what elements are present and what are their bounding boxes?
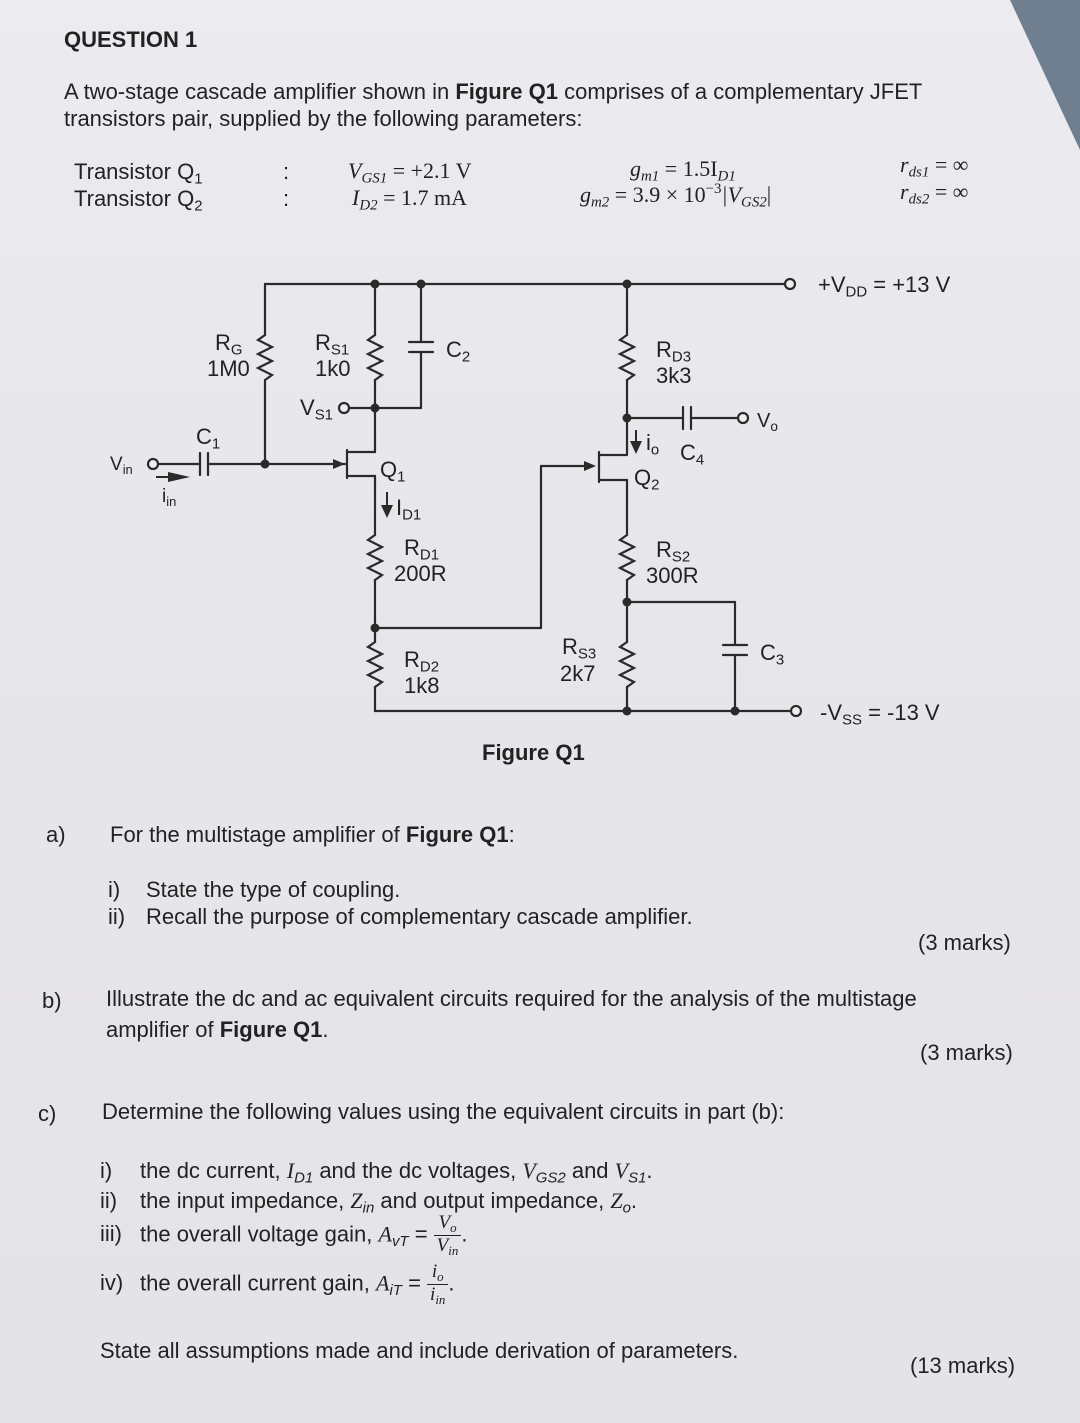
param-q1-gm: gm1 = 1.5ID1 <box>630 156 736 185</box>
label-rd3: RD3 <box>656 337 692 366</box>
param-q1-rds: rds1 = ∞ <box>900 152 969 181</box>
part-c-item-ii: ii)the input impedance, Zin and output i… <box>100 1188 638 1217</box>
label-c1: C1 <box>196 424 221 453</box>
label-c2: C2 <box>446 337 471 366</box>
part-a-item-ii: ii)Recall the purpose of complementary c… <box>108 904 693 929</box>
circuit-diagram <box>146 277 803 718</box>
param-q1-name: Transistor Q1 <box>74 159 203 188</box>
part-a-text: For the multistage amplifier of Figure Q… <box>110 822 515 847</box>
intro-pre: A two-stage cascade amplifier shown in <box>64 79 456 104</box>
label-rd2: RD2 <box>404 647 440 676</box>
label-rs2-value: 300R <box>646 563 699 588</box>
label-io: io <box>646 430 660 459</box>
label-rd1-value: 200R <box>394 561 447 586</box>
label-vs1: VS1 <box>300 395 333 424</box>
part-c-text: Determine the following values using the… <box>102 1099 785 1124</box>
label-rs3-value: 2k7 <box>560 661 596 686</box>
label-c4: C4 <box>680 440 705 469</box>
part-b-marks: (3 marks) <box>920 1040 1013 1065</box>
question-title: QUESTION 1 <box>64 27 198 52</box>
part-a-item-i: i)State the type of coupling. <box>108 877 401 902</box>
part-a-marks: (3 marks) <box>918 930 1011 955</box>
param-q1-vgs: VGS1 = +2.1 V <box>348 158 472 187</box>
part-c-label: c) <box>38 1101 57 1126</box>
label-rd3-value: 3k3 <box>656 363 692 388</box>
label-id1: ID1 <box>396 495 422 524</box>
label-rg: RG <box>215 330 243 359</box>
label-q1: Q1 <box>380 457 406 486</box>
part-c-item-i: i)the dc current, ID1 and the dc voltage… <box>100 1158 653 1187</box>
intro-post: comprises of a complementary JFET <box>558 79 923 104</box>
question-intro-line2: transistors pair, supplied by the follow… <box>64 106 583 131</box>
param-q1-colon: : <box>283 159 290 184</box>
label-rd1: RD1 <box>404 535 440 564</box>
figure-caption: Figure Q1 <box>482 740 585 765</box>
part-b-line2: amplifier of Figure Q1. <box>106 1017 329 1042</box>
label-q2: Q2 <box>634 465 660 494</box>
label-rs3: RS3 <box>562 634 597 663</box>
part-a-label: a) <box>46 822 66 847</box>
question-intro-line1: A two-stage cascade amplifier shown in F… <box>64 79 922 105</box>
param-q2-colon: : <box>283 186 290 211</box>
intro-figure-ref: Figure Q1 <box>455 79 558 104</box>
part-c-assumptions: State all assumptions made and include d… <box>100 1338 739 1363</box>
part-b-line1: Illustrate the dc and ac equivalent circ… <box>106 986 917 1011</box>
label-vo: Vo <box>757 410 778 435</box>
label-rs2: RS2 <box>656 537 691 566</box>
label-rg-value: 1M0 <box>207 356 250 381</box>
label-rs1-value: 1k0 <box>315 356 351 381</box>
param-q2-name: Transistor Q2 <box>74 186 203 215</box>
param-q2-rds: rds2 = ∞ <box>900 179 969 208</box>
page-corner-shadow <box>1010 0 1080 150</box>
part-c-marks: (13 marks) <box>910 1353 1016 1378</box>
label-vss: -VSS = -13 V <box>820 700 940 729</box>
param-q2-gm: gm2 = 3.9 × 10−3|VGS2| <box>580 181 772 211</box>
label-vin: Vin <box>110 454 133 477</box>
part-b-label: b) <box>42 988 62 1013</box>
label-rd2-value: 1k8 <box>404 673 440 698</box>
label-c3: C3 <box>760 640 785 669</box>
param-q2-id: ID2 = 1.7 mA <box>352 185 468 214</box>
label-iin: iin <box>162 486 177 509</box>
label-rs1: RS1 <box>315 330 350 359</box>
label-vdd: +VDD = +13 V <box>818 272 951 301</box>
